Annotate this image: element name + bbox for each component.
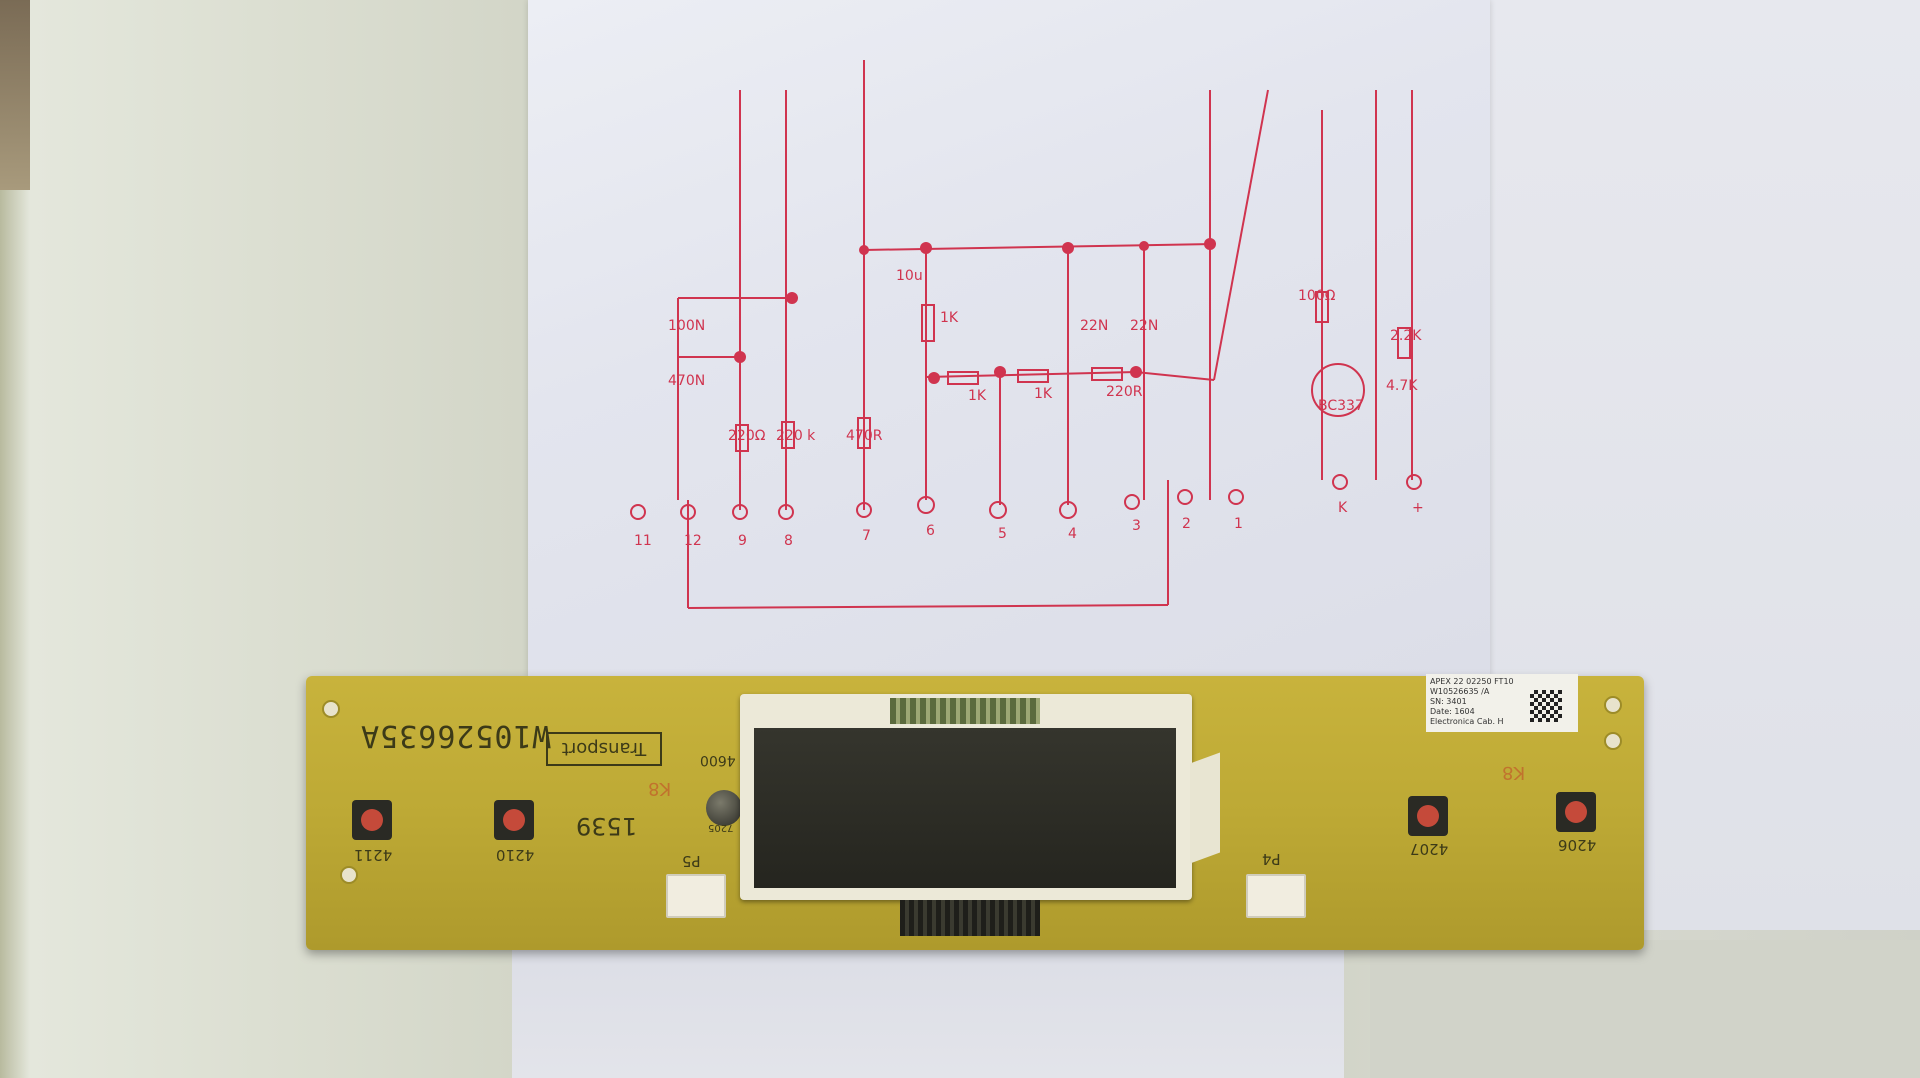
component-label: 1K [940, 310, 959, 326]
paper-sheet-bottom [512, 950, 1344, 1078]
sticker-line: SN: 3401 [1430, 697, 1467, 706]
mount-hole [322, 700, 340, 718]
component-label: 2.2K [1390, 328, 1422, 344]
component-label: 100N [668, 318, 705, 334]
component-label: 470N [668, 373, 705, 389]
ic-small-label: 7205 [708, 822, 734, 833]
tactile-button-4210[interactable] [494, 800, 534, 840]
tactile-button-4206[interactable] [1556, 792, 1596, 832]
sticker-line: W10526635 /A [1430, 687, 1490, 696]
terminal-label: + [1412, 500, 1424, 516]
pcb-part-number: W10526635A [360, 718, 551, 753]
terminal-label: 9 [738, 533, 747, 549]
floor-area [1370, 940, 1920, 1078]
ic-label: 4600 [700, 752, 736, 768]
terminal-label: 2 [1182, 516, 1191, 532]
lcd-display [754, 728, 1176, 888]
component-label: 4.7K [1386, 378, 1418, 394]
k-mark: K8 [1502, 762, 1526, 783]
component-label: 22N [1130, 318, 1158, 334]
component-label: 100Ω [1298, 288, 1336, 304]
qr-code [1530, 690, 1562, 722]
connector-label: P5 [682, 852, 701, 870]
terminal-label: 4 [1068, 526, 1077, 542]
terminal-label: 11 [634, 533, 652, 549]
mount-hole [1604, 696, 1622, 714]
component-label: 220 k [776, 428, 816, 444]
mount-hole [340, 866, 358, 884]
ribbon-connector [900, 900, 1040, 936]
tactile-button-4211[interactable] [352, 800, 392, 840]
lcd-bracket [1190, 752, 1220, 864]
terminal-label: 7 [862, 528, 871, 544]
component-label: 470R [846, 428, 883, 444]
connector-label: P4 [1262, 850, 1281, 868]
terminal-label: K [1338, 500, 1348, 516]
connector-p4 [1246, 874, 1306, 918]
mount-hole [1604, 732, 1622, 750]
sticker-line: APEX 22 02250 FT10 [1430, 677, 1514, 686]
button-label: 4207 [1410, 840, 1449, 858]
transport-label: Transport [546, 732, 662, 766]
terminal-label: 8 [784, 533, 793, 549]
button-label: 4206 [1558, 836, 1597, 854]
component-label: BC337 [1318, 398, 1364, 414]
terminal-label: 1 [1234, 516, 1243, 532]
component-label: 10u [896, 268, 923, 284]
capacitor [706, 790, 742, 826]
board-code: 1539 [576, 812, 638, 840]
sticker-line: Date: 1604 [1430, 707, 1475, 716]
component-label: 1K [968, 388, 987, 404]
button-label: 4211 [354, 846, 393, 864]
terminal-label: 6 [926, 523, 935, 539]
sticker-line: Electronica Cab. H [1430, 717, 1504, 726]
terminal-label: 12 [684, 533, 702, 549]
terminal-label: 3 [1132, 518, 1141, 534]
terminal-label: 5 [998, 526, 1007, 542]
lcd-connector [890, 698, 1040, 724]
component-label: 22N [1080, 318, 1108, 334]
connector-p5 [666, 874, 726, 918]
component-label: 220Ω [728, 428, 766, 444]
tactile-button-4207[interactable] [1408, 796, 1448, 836]
wall-corner [0, 0, 30, 190]
component-label: 1K [1034, 386, 1053, 402]
k-mark: K8 [648, 778, 672, 799]
component-label: 220R [1106, 384, 1143, 400]
button-label: 4210 [496, 846, 535, 864]
